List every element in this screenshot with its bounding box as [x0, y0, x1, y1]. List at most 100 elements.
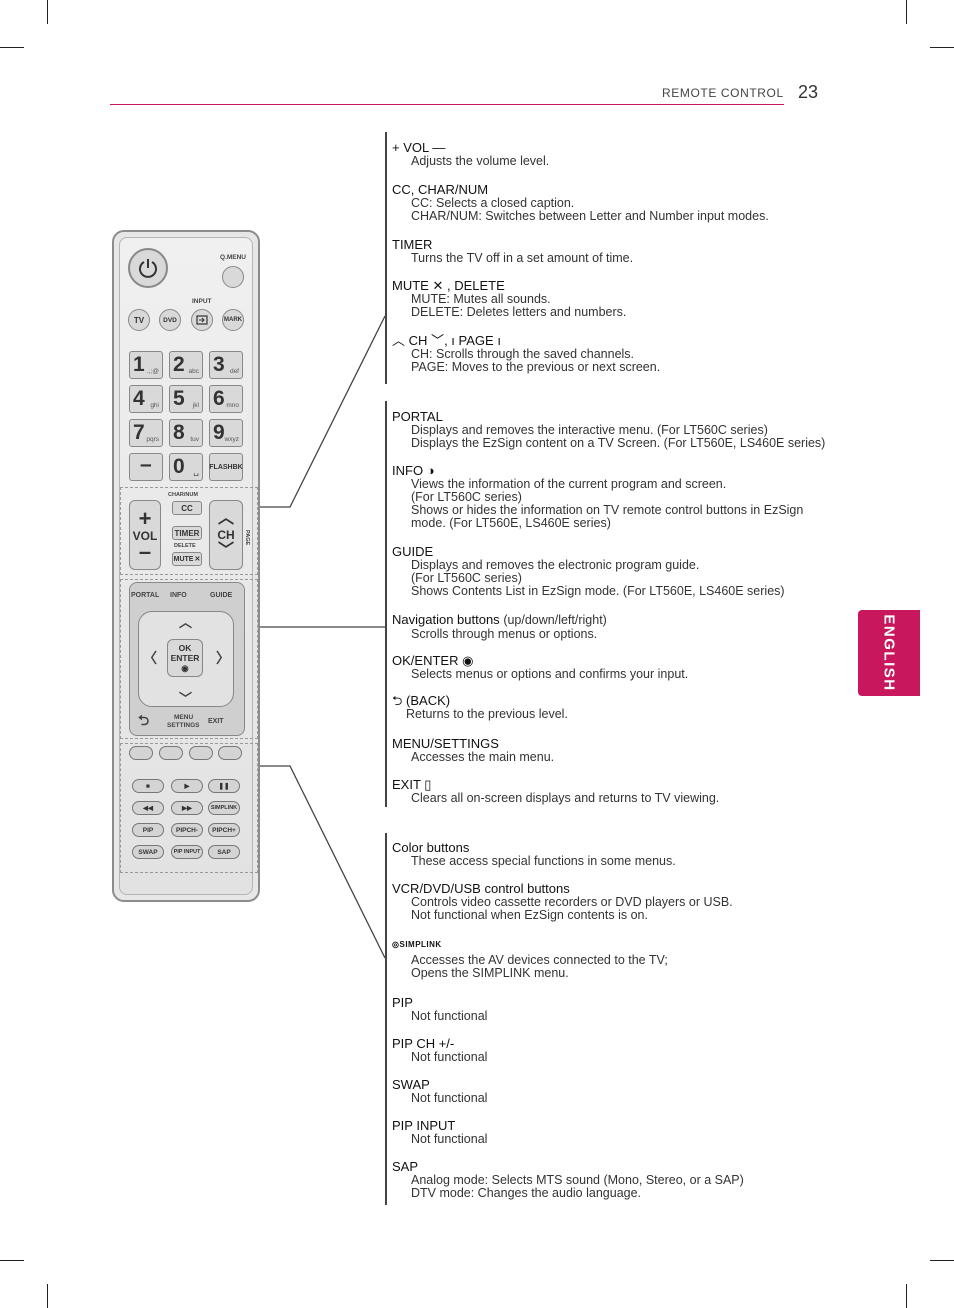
- cc-button[interactable]: CC: [172, 501, 202, 515]
- play-button[interactable]: ▶: [171, 779, 203, 793]
- color-button-red[interactable]: [129, 746, 153, 760]
- entry-simplink: ◎SIMPLINK Accesses the AV devices connec…: [392, 937, 852, 980]
- mark-button[interactable]: MARK: [222, 309, 244, 331]
- nav-left-icon[interactable]: 〈: [143, 650, 157, 666]
- enter-icon: ◉: [181, 663, 189, 673]
- input-icon: [196, 315, 208, 325]
- entry-sap: SAP Analog mode: Selects MTS sound (Mono…: [392, 1159, 744, 1200]
- simplink-icon: ◎: [392, 940, 400, 949]
- portal-button[interactable]: PORTAL: [131, 592, 160, 599]
- crop-mark: [930, 47, 954, 48]
- simplink-button[interactable]: SIMPLINK: [208, 801, 240, 815]
- entry-info: INFO ◑ Views the information of the curr…: [392, 463, 804, 530]
- crop-mark: [906, 0, 907, 24]
- entry-swap: SWAP Not functional: [392, 1077, 488, 1105]
- nav-right-icon[interactable]: 〉: [216, 650, 230, 666]
- power-button[interactable]: [128, 248, 168, 288]
- page-up-icon: ı: [451, 333, 455, 348]
- crop-mark: [47, 0, 48, 24]
- leader-line-1: [256, 315, 386, 508]
- entry-mute-delete: MUTE ✕ , DELETE MUTE: Mutes all sounds. …: [392, 278, 627, 319]
- volume-down-icon: –: [138, 539, 152, 564]
- info-button[interactable]: INFO: [170, 592, 187, 599]
- settings-label: SETTINGS: [167, 722, 200, 729]
- plus-icon: +: [392, 140, 400, 155]
- dash-key[interactable]: –: [129, 453, 163, 481]
- channel-rocker[interactable]: ︿ CH ﹀: [209, 500, 243, 570]
- entry-portal: PORTAL Displays and removes the interact…: [392, 409, 826, 450]
- pip-input-button[interactable]: PIP INPUT: [171, 845, 203, 859]
- crop-mark: [930, 1260, 954, 1261]
- leader-line-3: [256, 765, 386, 959]
- entry-color-buttons: Color buttons These access special funct…: [392, 840, 676, 868]
- mute-icon: ✕: [432, 278, 444, 293]
- entry-pip: PIP Not functional: [392, 995, 488, 1023]
- pip-button[interactable]: PIP: [132, 823, 164, 837]
- qmenu-label: Q.MENU: [220, 254, 246, 261]
- key-0[interactable]: 0␣: [169, 453, 203, 481]
- entry-vcr-dvd-usb: VCR/DVD/USB control buttons Controls vid…: [392, 881, 733, 922]
- simplink-logo: ◎SIMPLINK: [392, 940, 442, 949]
- header-rule: [110, 104, 784, 105]
- timer-button[interactable]: TIMER: [172, 526, 202, 540]
- pipch-minus-button[interactable]: PIPCH-: [171, 823, 203, 837]
- exit-icon: ▯: [424, 777, 432, 792]
- enter-icon: ◉: [462, 653, 474, 668]
- color-button-blue[interactable]: [218, 746, 242, 760]
- flashbk-button[interactable]: FLASHBK: [209, 453, 243, 481]
- pipch-plus-button[interactable]: PIPCH+: [208, 823, 240, 837]
- nav-up-icon[interactable]: ︿: [179, 615, 193, 630]
- entry-guide: GUIDE Displays and removes the electroni…: [392, 544, 785, 598]
- chevron-up-icon: ︿: [392, 333, 406, 348]
- mute-button[interactable]: MUTE✕: [172, 552, 202, 566]
- page-down-icon: ı: [497, 333, 501, 348]
- back-icon: ⮌: [392, 693, 403, 708]
- group-rule-3: [385, 833, 387, 1205]
- color-playback-group: [120, 743, 258, 873]
- tv-button[interactable]: TV: [128, 309, 150, 331]
- sap-button[interactable]: SAP: [208, 845, 240, 859]
- volume-rocker[interactable]: + VOL –: [129, 500, 161, 570]
- entry-menu-settings: MENU/SETTINGS Accesses the main menu.: [392, 736, 555, 764]
- crop-mark: [906, 1284, 907, 1308]
- dvd-button[interactable]: DVD: [159, 309, 181, 331]
- space-icon: ␣: [193, 466, 199, 476]
- info-icon: ◑: [426, 463, 435, 478]
- entry-timer: TIMER Turns the TV off in a set amount o…: [392, 237, 634, 265]
- fast-forward-button[interactable]: ▶▶: [171, 801, 203, 815]
- pause-button[interactable]: ❚❚: [208, 779, 240, 793]
- minus-icon: —: [432, 140, 446, 155]
- rewind-button[interactable]: ◀◀: [132, 801, 164, 815]
- key-1[interactable]: 1.,;@: [129, 351, 163, 379]
- exit-button[interactable]: EXIT: [208, 718, 224, 725]
- menu-button[interactable]: MENU: [174, 714, 194, 721]
- color-button-yellow[interactable]: [189, 746, 213, 760]
- chevron-down-icon: ﹀: [431, 333, 445, 348]
- channel-down-icon: ﹀: [217, 542, 234, 559]
- entry-vol: + VOL — Adjusts the volume level.: [392, 140, 550, 168]
- guide-button[interactable]: GUIDE: [210, 592, 233, 599]
- nav-down-icon[interactable]: ﹀: [179, 691, 193, 706]
- stop-button[interactable]: ■: [132, 779, 164, 793]
- page-number: 23: [798, 82, 819, 102]
- color-button-green[interactable]: [159, 746, 183, 760]
- input-button[interactable]: [191, 309, 213, 331]
- entry-back: ⮌ (BACK) Returns to the previous level.: [392, 693, 568, 721]
- qmenu-button[interactable]: [222, 266, 244, 288]
- swap-button[interactable]: SWAP: [132, 845, 164, 859]
- back-button[interactable]: ⮌: [138, 712, 150, 728]
- group-rule-2: [385, 401, 387, 807]
- group-rule-1: [385, 132, 387, 384]
- entry-cc-charnum: CC, CHAR/NUM CC: Selects a closed captio…: [392, 182, 769, 223]
- entry-pip-input: PIP INPUT Not functional: [392, 1118, 488, 1146]
